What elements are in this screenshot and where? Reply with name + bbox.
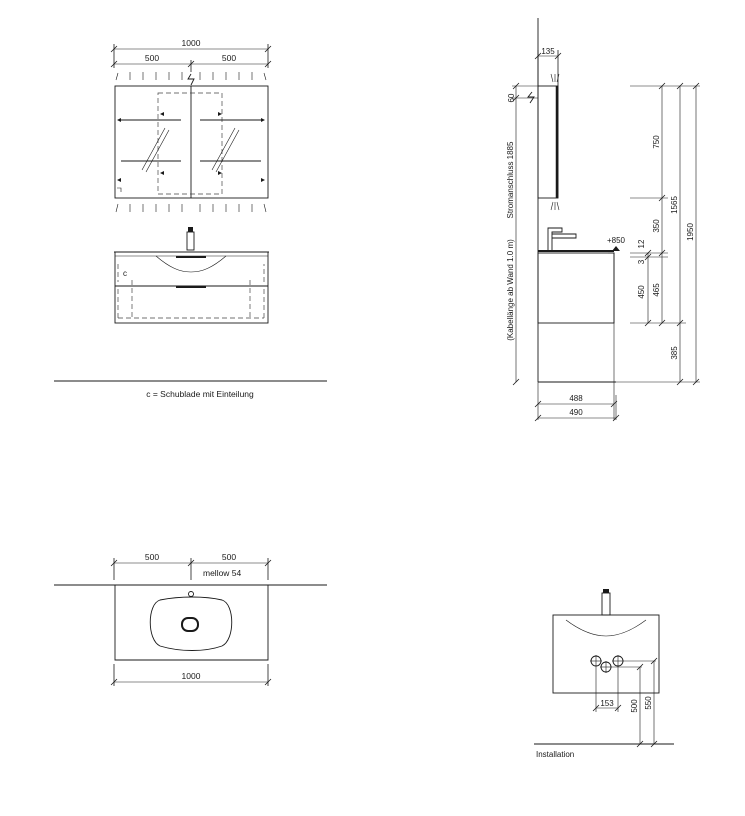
dim-500-left-label: 500 [145,53,159,63]
vanity-side [537,252,615,324]
cabinet-shelves [121,119,261,162]
dim-750-label: 750 [652,135,661,149]
drawer-mark-c: c [123,269,127,278]
basin-name-label: mellow 54 [203,568,242,578]
legend-text: c = Schublade mit Einteilung [146,389,254,399]
top-view: 500 500 mellow 54 1000 [54,552,327,686]
light-rays-side [550,73,560,211]
glass-reflection-marks [141,127,240,173]
front-view: 1000 500 500 [110,38,272,324]
dim-490-label: 490 [569,408,583,417]
faucet-front [186,227,195,251]
cabinet-inner-dashed [157,92,223,195]
dim-500-right-label: 500 [222,53,236,63]
dim-1000-label: 1000 [182,38,201,48]
pipe-connections [590,655,624,673]
dim-500-install-label: 500 [630,699,639,713]
dim-1950-label: 1950 [686,223,695,241]
dim-3-label: 3 [637,259,646,264]
dim-350-label: 350 [652,219,661,233]
vanity-top [114,585,269,661]
dim-60-label: 60 [507,93,516,102]
cabinet-side [537,85,559,199]
dim-1565-label: 1565 [670,196,679,214]
dim-450-label: 450 [637,285,646,299]
dim-135-label: 135 [541,47,555,56]
hinge-marks [117,112,265,182]
tap-hole-icon [188,591,194,597]
cable-label: (Kabellänge ab Wand 1.0 m) [506,239,515,341]
dim-550-install-label: 550 [644,696,653,710]
corner-mark [117,187,122,192]
drawer-inner-dashed [117,264,265,319]
top-dim-500-left: 500 [145,552,159,562]
light-rays-bottom [115,203,267,213]
light-rays-top [115,72,267,81]
power-symbol-icon [187,73,195,86]
dim-385-label: 385 [670,346,679,360]
install-vanity [552,614,660,694]
side-view: 60 Stromanschluss 1885 (Kabellänge ab Wa… [506,18,700,422]
power-label: Stromanschluss 1885 [506,141,515,218]
install-basin-curve [565,619,647,637]
basin-bowl [149,596,233,651]
dim-153-label: 153 [600,699,614,708]
power-symbol-side-icon [527,91,535,104]
dim-465-label: 465 [652,283,661,297]
height-850-label: +850 [607,236,626,245]
mirror-cabinet [114,85,269,199]
installation-view: 153 500 550 Installation [534,589,674,759]
height-marker-icon [612,246,620,251]
installation-label: Installation [536,750,574,759]
top-dim-500-right: 500 [222,552,236,562]
basin-curve [155,255,227,273]
dim-488-label: 488 [569,394,583,403]
dim-12-label: 12 [637,239,646,248]
drain-icon [181,617,199,632]
top-dim-1000: 1000 [182,671,201,681]
faucet-side [547,227,577,250]
faucet-install [601,592,611,616]
